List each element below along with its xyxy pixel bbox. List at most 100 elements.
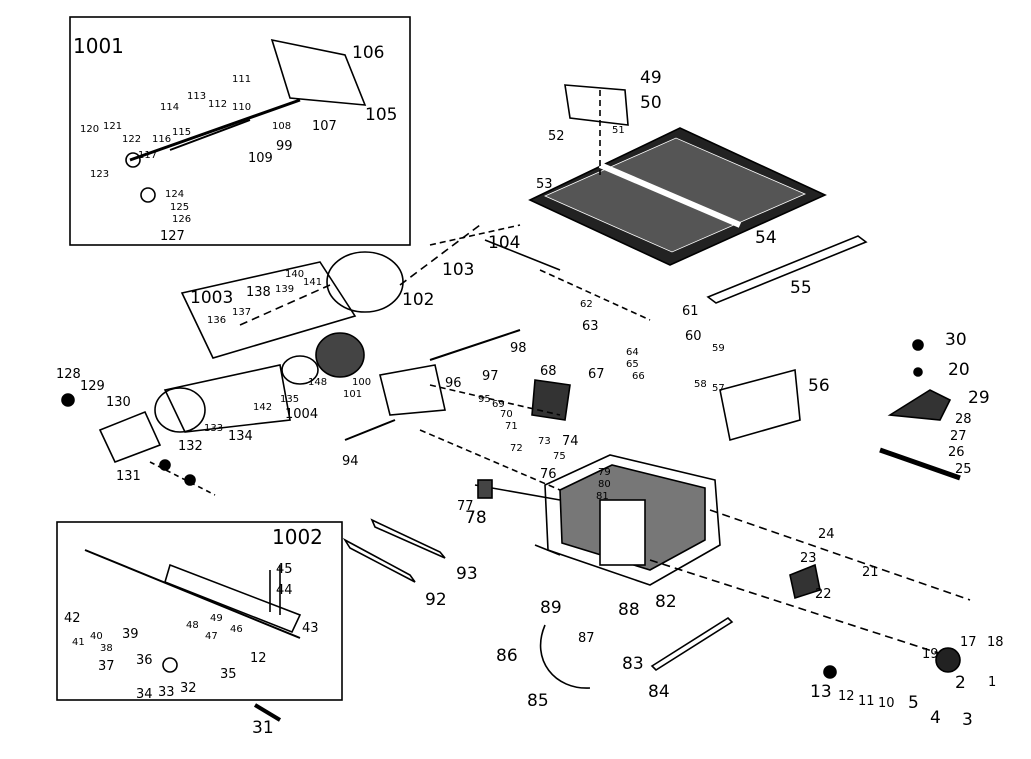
part-number-label: 77: [457, 499, 474, 514]
part-number-label: 131: [116, 469, 141, 484]
part-number-label: 108: [272, 121, 292, 132]
part-number-label: 65: [626, 359, 639, 370]
inset-1003-label: 1003: [190, 288, 234, 308]
part-number-label: 45: [276, 562, 293, 577]
part-number-label: 40: [90, 631, 103, 642]
part-number-label: 133: [204, 423, 224, 434]
part-number-label: 75: [553, 451, 566, 462]
part-number-label: 21: [862, 565, 879, 580]
part-number-label: 59: [712, 343, 725, 354]
part-number-label: 139: [275, 284, 295, 295]
fence-part: [719, 368, 801, 442]
part-number-label: 64: [626, 347, 639, 358]
part-number-label: 49: [640, 68, 662, 88]
part-number-label: 63: [582, 319, 599, 334]
part-number-label: 20: [948, 360, 970, 380]
part-number-label: 56: [808, 376, 830, 396]
part-number-label: 52: [548, 129, 565, 144]
part-number-label: 26: [948, 445, 965, 460]
part-number-label: 81: [596, 491, 609, 502]
part-number-label: 50: [640, 93, 662, 113]
part-number-label: 80: [598, 479, 611, 490]
power-cord-part: [539, 624, 591, 689]
part-number-label: 24: [818, 527, 835, 542]
part-number-label: 112: [208, 99, 228, 110]
part-number-label: 13: [810, 682, 832, 702]
part-number-label: 140: [285, 269, 305, 280]
part-number-label: 35: [220, 667, 237, 682]
part-number-label: 92: [425, 590, 447, 610]
part-number-label: 89: [540, 598, 562, 618]
part-number-label: 82: [655, 592, 677, 612]
part-number-label: 95: [478, 394, 491, 405]
part-number-label: 114: [160, 102, 180, 113]
part-number-label: 107: [312, 119, 337, 134]
part-number-label: 87: [578, 631, 595, 646]
part-number-label: 85: [527, 691, 549, 711]
part-number-label: 39: [122, 627, 139, 642]
part-number-label: 68: [540, 364, 557, 379]
part-number-label: 120: [80, 124, 100, 135]
part-number-label: 71: [505, 421, 518, 432]
part-number-label: 1004: [285, 407, 319, 422]
part-number-label: 62: [580, 299, 593, 310]
part-number-label: 78: [465, 508, 487, 528]
rip-fence-part: [164, 563, 302, 634]
motor-housing-part: [154, 387, 206, 433]
part-number-label: 17: [960, 635, 977, 650]
part-number-label: 53: [536, 177, 553, 192]
part-number-label: 126: [172, 214, 192, 225]
end-cap-part: [98, 410, 162, 464]
part-number-label: 130: [106, 395, 131, 410]
miter-gauge-part: [887, 389, 952, 421]
rail-part: [706, 235, 868, 304]
part-number-label: 58: [694, 379, 707, 390]
part-number-label: 86: [496, 646, 518, 666]
part-number-label: 94: [342, 454, 359, 469]
part-number-label: 138: [246, 285, 271, 300]
part-number-label: 57: [712, 383, 725, 394]
part-number-label: 102: [402, 290, 435, 310]
part-number-label: 10: [878, 696, 895, 711]
part-number-label: 135: [280, 394, 300, 405]
inset-1002-label: 1002: [272, 525, 323, 549]
part-number-label: 128: [56, 367, 81, 382]
part-number-label: 148: [308, 377, 328, 388]
part-number-label: 84: [648, 682, 670, 702]
part-number-label: 113: [187, 91, 207, 102]
part-number-label: 47: [205, 631, 218, 642]
part-number-label: 5: [908, 693, 919, 713]
part-number-label: 69: [492, 399, 505, 410]
part-number-label: 105: [365, 105, 398, 125]
arbor-bracket-part: [379, 364, 446, 416]
part-number-label: 136: [207, 315, 227, 326]
part-number-label: 142: [253, 402, 273, 413]
part-number-label: 34: [136, 687, 153, 702]
part-number-label: 122: [122, 134, 142, 145]
part-number-label: 42: [64, 611, 81, 626]
part-number-label: 22: [815, 587, 832, 602]
part-number-label: 1: [988, 675, 997, 690]
part-number-label: 70: [500, 409, 513, 420]
part-number-label: 12: [250, 651, 267, 666]
part-number-label: 72: [510, 443, 523, 454]
part-number-label: 36: [136, 653, 153, 668]
part-number-label: 54: [755, 228, 777, 248]
part-number-label: 97: [482, 369, 499, 384]
part-number-label: 2: [955, 673, 966, 693]
part-number-label: 124: [165, 189, 185, 200]
part-number-label: 79: [598, 467, 611, 478]
part-number-label: 129: [80, 379, 105, 394]
part-number-label: 115: [172, 127, 192, 138]
part-number-label: 27: [950, 429, 967, 444]
part-number-label: 117: [138, 150, 158, 161]
part-number-label: 19: [922, 647, 939, 662]
part-number-label: 43: [302, 621, 319, 636]
part-number-label: 28: [955, 412, 972, 427]
part-number-label: 66: [632, 371, 645, 382]
part-number-label: 83: [622, 654, 644, 674]
part-number-label: 44: [276, 583, 293, 598]
part-number-label: 3: [962, 710, 973, 730]
